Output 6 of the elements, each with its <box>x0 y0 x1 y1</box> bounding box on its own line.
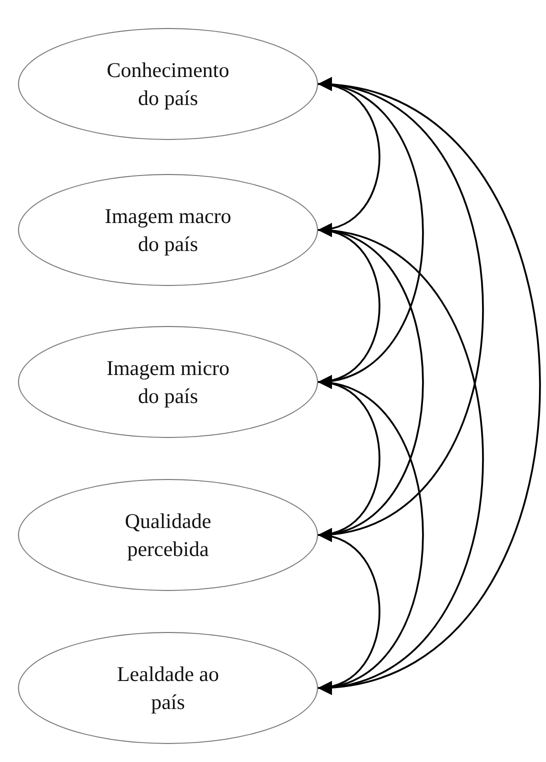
node-label: Imagem macro do país <box>104 202 232 258</box>
double-headed-arrow <box>318 530 380 693</box>
node-label: Conhecimento do país <box>106 56 230 112</box>
node-label: Qualidade percebida <box>124 508 212 563</box>
node-label: Imagem micro do país <box>105 354 231 410</box>
node-label: Lealdade ao país <box>116 660 220 716</box>
